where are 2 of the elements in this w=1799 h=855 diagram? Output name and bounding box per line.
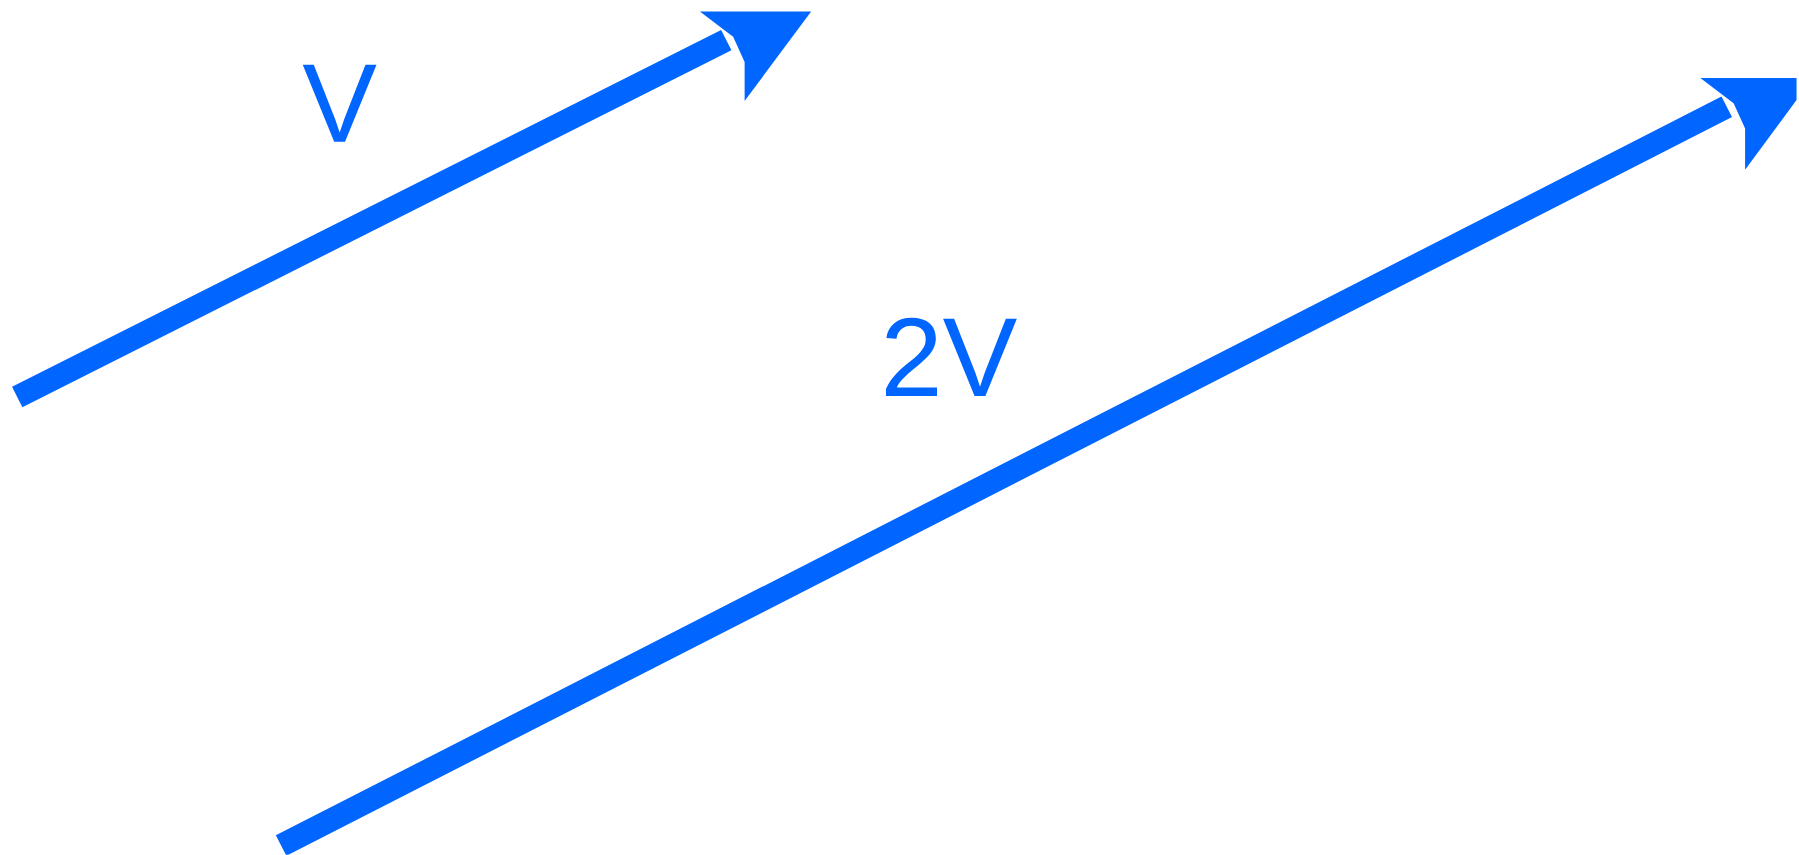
vector-label: 2V — [886, 317, 1017, 397]
vector-label: V — [302, 64, 377, 142]
